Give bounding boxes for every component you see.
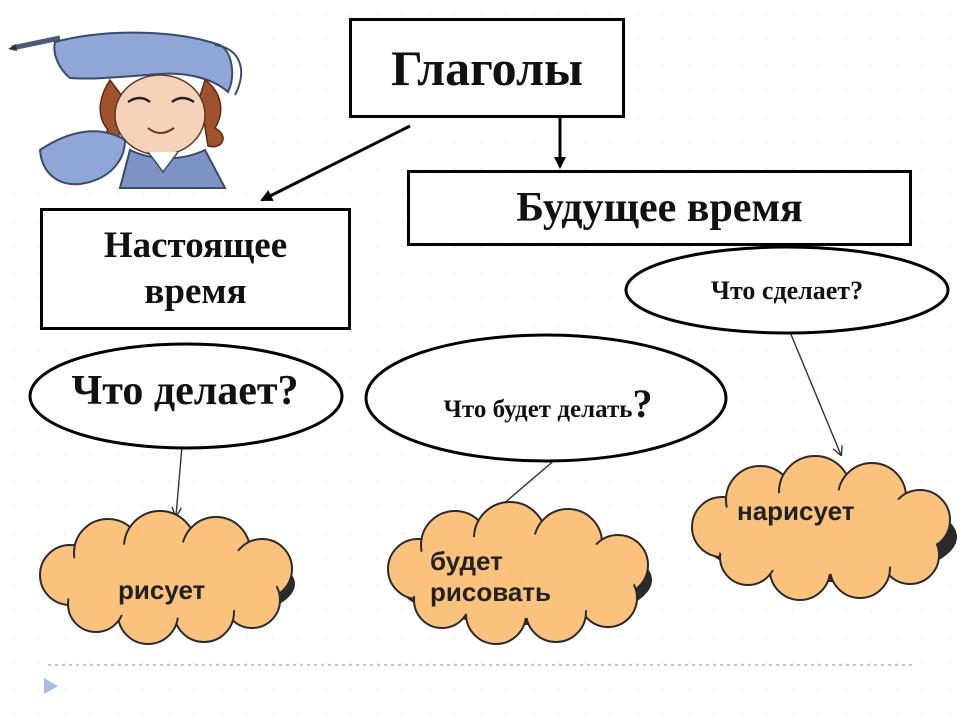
future-compound-question: Что будет делать? xyxy=(372,380,724,427)
present-tense-box: Настоящее время xyxy=(40,208,351,330)
present-heading-line2: время xyxy=(144,271,247,312)
future-simple-question-ellipse xyxy=(624,245,950,335)
present-heading-line1: Настоящее xyxy=(103,224,288,266)
present-question-ellipse xyxy=(28,342,344,450)
present-example-label: рисует xyxy=(118,575,206,605)
arrow-present-example xyxy=(176,445,183,516)
compound-example-line1: будет xyxy=(430,546,503,576)
arrow-to-present xyxy=(260,124,411,202)
title-box: Глаголы xyxy=(349,18,625,118)
future-compound-question-text: Что будет делать xyxy=(443,396,633,423)
future-simple-example-label: нарисует xyxy=(737,496,855,526)
arrow-simple-example xyxy=(789,331,841,455)
diagram-title: Глаголы xyxy=(390,40,584,96)
present-question: Что делает? xyxy=(71,368,299,414)
future-compound-example-label: будет рисовать xyxy=(430,546,551,608)
next-slide-arrow-icon[interactable] xyxy=(44,678,58,694)
future-compound-example-cloud xyxy=(387,501,652,645)
present-example-cloud xyxy=(39,510,295,645)
future-tense-box: Будущее время xyxy=(407,170,912,246)
boy-with-pencil-icon xyxy=(0,0,258,189)
future-compound-question-mark: ? xyxy=(632,381,653,426)
future-compound-question-ellipse xyxy=(364,333,728,463)
future-simple-question: Что сделает? xyxy=(710,276,864,305)
present-tense-heading: Настоящее время xyxy=(104,223,287,316)
future-simple-example-cloud xyxy=(691,455,957,601)
future-tense-heading: Будущее время xyxy=(516,185,803,231)
compound-example-line2: рисовать xyxy=(430,577,552,608)
